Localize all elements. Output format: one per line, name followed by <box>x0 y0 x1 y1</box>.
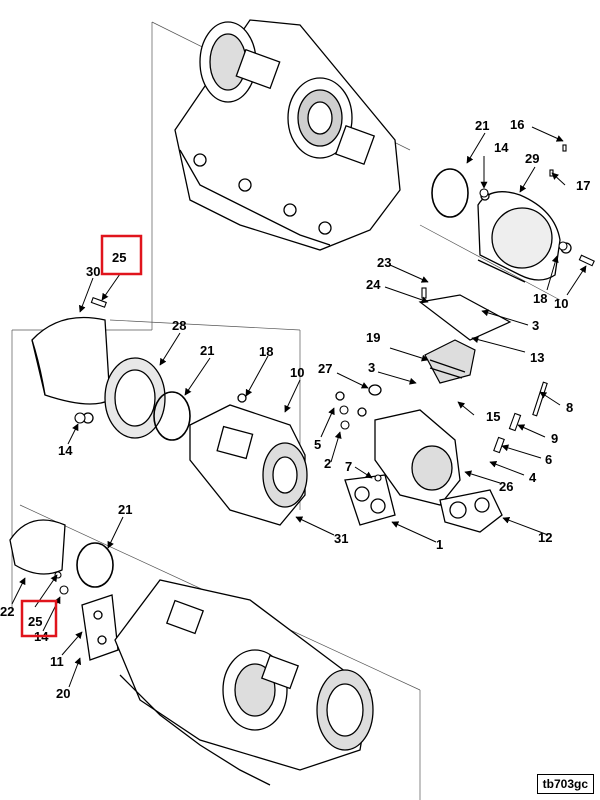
callout-19: 19 <box>366 330 380 345</box>
callout-15: 15 <box>486 409 500 424</box>
callout-22: 22 <box>0 604 14 619</box>
callout-18a: 18 <box>533 291 547 306</box>
callout-31: 31 <box>334 531 348 546</box>
callout-8: 8 <box>566 400 573 415</box>
callout-21a: 21 <box>475 118 489 133</box>
callout-6: 6 <box>545 452 552 467</box>
callout-4: 4 <box>529 470 537 485</box>
highlight-box-top <box>100 234 143 276</box>
callout-10b: 10 <box>290 365 304 380</box>
bottom-manifold <box>9 519 374 786</box>
top-elbow-cover <box>431 168 572 283</box>
callout-12: 12 <box>538 530 552 545</box>
callout-11: 11 <box>50 654 64 669</box>
callout-17: 17 <box>576 178 590 193</box>
callout-labels: 1 2 3 3 4 5 6 7 8 9 10 10 11 12 13 14 14… <box>0 117 590 701</box>
top-exhaust-manifold <box>174 19 401 251</box>
callout-10a: 10 <box>554 296 568 311</box>
callout-26: 26 <box>499 479 513 494</box>
callout-9: 9 <box>551 431 558 446</box>
callout-16: 16 <box>510 117 524 132</box>
exhaust-elbow <box>335 384 503 533</box>
top-gaskets <box>418 294 512 384</box>
callout-25b: 25 <box>28 614 42 629</box>
callout-30: 30 <box>86 264 100 279</box>
callout-14b: 14 <box>58 443 73 458</box>
callout-1: 1 <box>436 537 443 552</box>
callout-7: 7 <box>345 459 352 474</box>
leader-lines <box>11 126 587 688</box>
callout-24: 24 <box>366 277 381 292</box>
callout-21c: 21 <box>118 502 132 517</box>
callout-27: 27 <box>318 361 332 376</box>
callout-29: 29 <box>525 151 539 166</box>
callout-20: 20 <box>56 686 70 701</box>
highlight-box-bottom <box>20 599 58 638</box>
highlight-boxes: 25 25 <box>20 234 143 638</box>
callout-23: 23 <box>377 255 391 270</box>
callout-21b: 21 <box>200 343 214 358</box>
callout-2: 2 <box>324 456 331 471</box>
figure-code: tb703gc <box>536 774 594 794</box>
callout-28: 28 <box>172 318 186 333</box>
callout-3b: 3 <box>368 360 375 375</box>
callout-13: 13 <box>530 350 544 365</box>
callout-3a: 3 <box>532 318 539 333</box>
fasteners <box>54 144 595 595</box>
callout-25a: 25 <box>112 250 126 265</box>
callout-5: 5 <box>314 437 321 452</box>
middle-manifold <box>31 316 308 526</box>
callout-18b: 18 <box>259 344 273 359</box>
callout-14a: 14 <box>494 140 509 155</box>
